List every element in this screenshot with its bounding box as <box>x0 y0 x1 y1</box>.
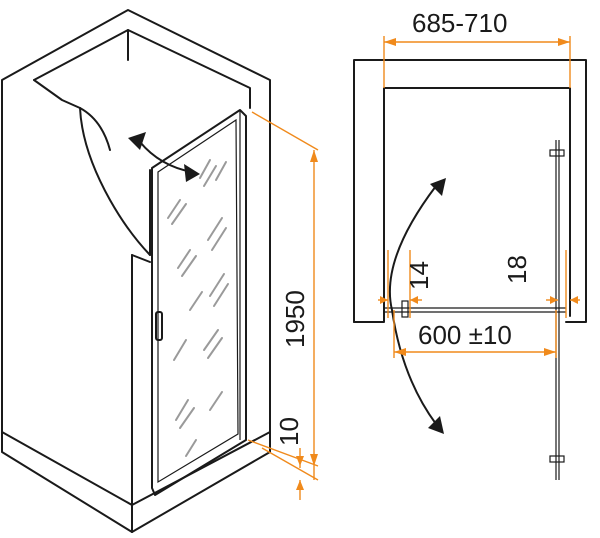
curved-double-arrow-icon <box>128 132 200 182</box>
plan-handle[interactable] <box>401 300 409 318</box>
plan-open-handle-bottom <box>549 455 565 463</box>
door-handle[interactable] <box>155 311 163 341</box>
height-dimension: 1950 10 <box>247 111 319 500</box>
plan-outer-walls <box>353 59 587 323</box>
plan-open-handle-top <box>549 149 565 157</box>
width-range-label: 685-710 <box>412 8 507 38</box>
left-wall-curve-inner <box>79 107 111 151</box>
plan-inner-walls <box>383 87 571 317</box>
glass-texture <box>167 159 229 457</box>
front-pillar-top <box>131 254 151 263</box>
base-offset-label: 10 <box>274 417 304 446</box>
niche-top-rim <box>33 29 251 109</box>
swing-arc-double-arrow-icon <box>388 178 446 434</box>
left-wall-curve <box>79 107 151 256</box>
door-width-label: 600 ±10 <box>418 320 512 350</box>
isometric-enclosure <box>1 9 271 533</box>
plan-view <box>353 59 587 480</box>
right-gap-label: 18 <box>502 255 532 284</box>
height-label: 1950 <box>280 290 310 348</box>
plan-left-end <box>353 315 385 323</box>
base-top-edge <box>1 431 271 506</box>
door-inner-frame <box>157 118 239 484</box>
door-panel <box>151 109 247 496</box>
niche-inner-ledge <box>33 79 81 109</box>
left-gap-label: 14 <box>404 261 434 290</box>
plan-dimensions: 685-710 600 ±10 14 18 <box>378 8 580 358</box>
